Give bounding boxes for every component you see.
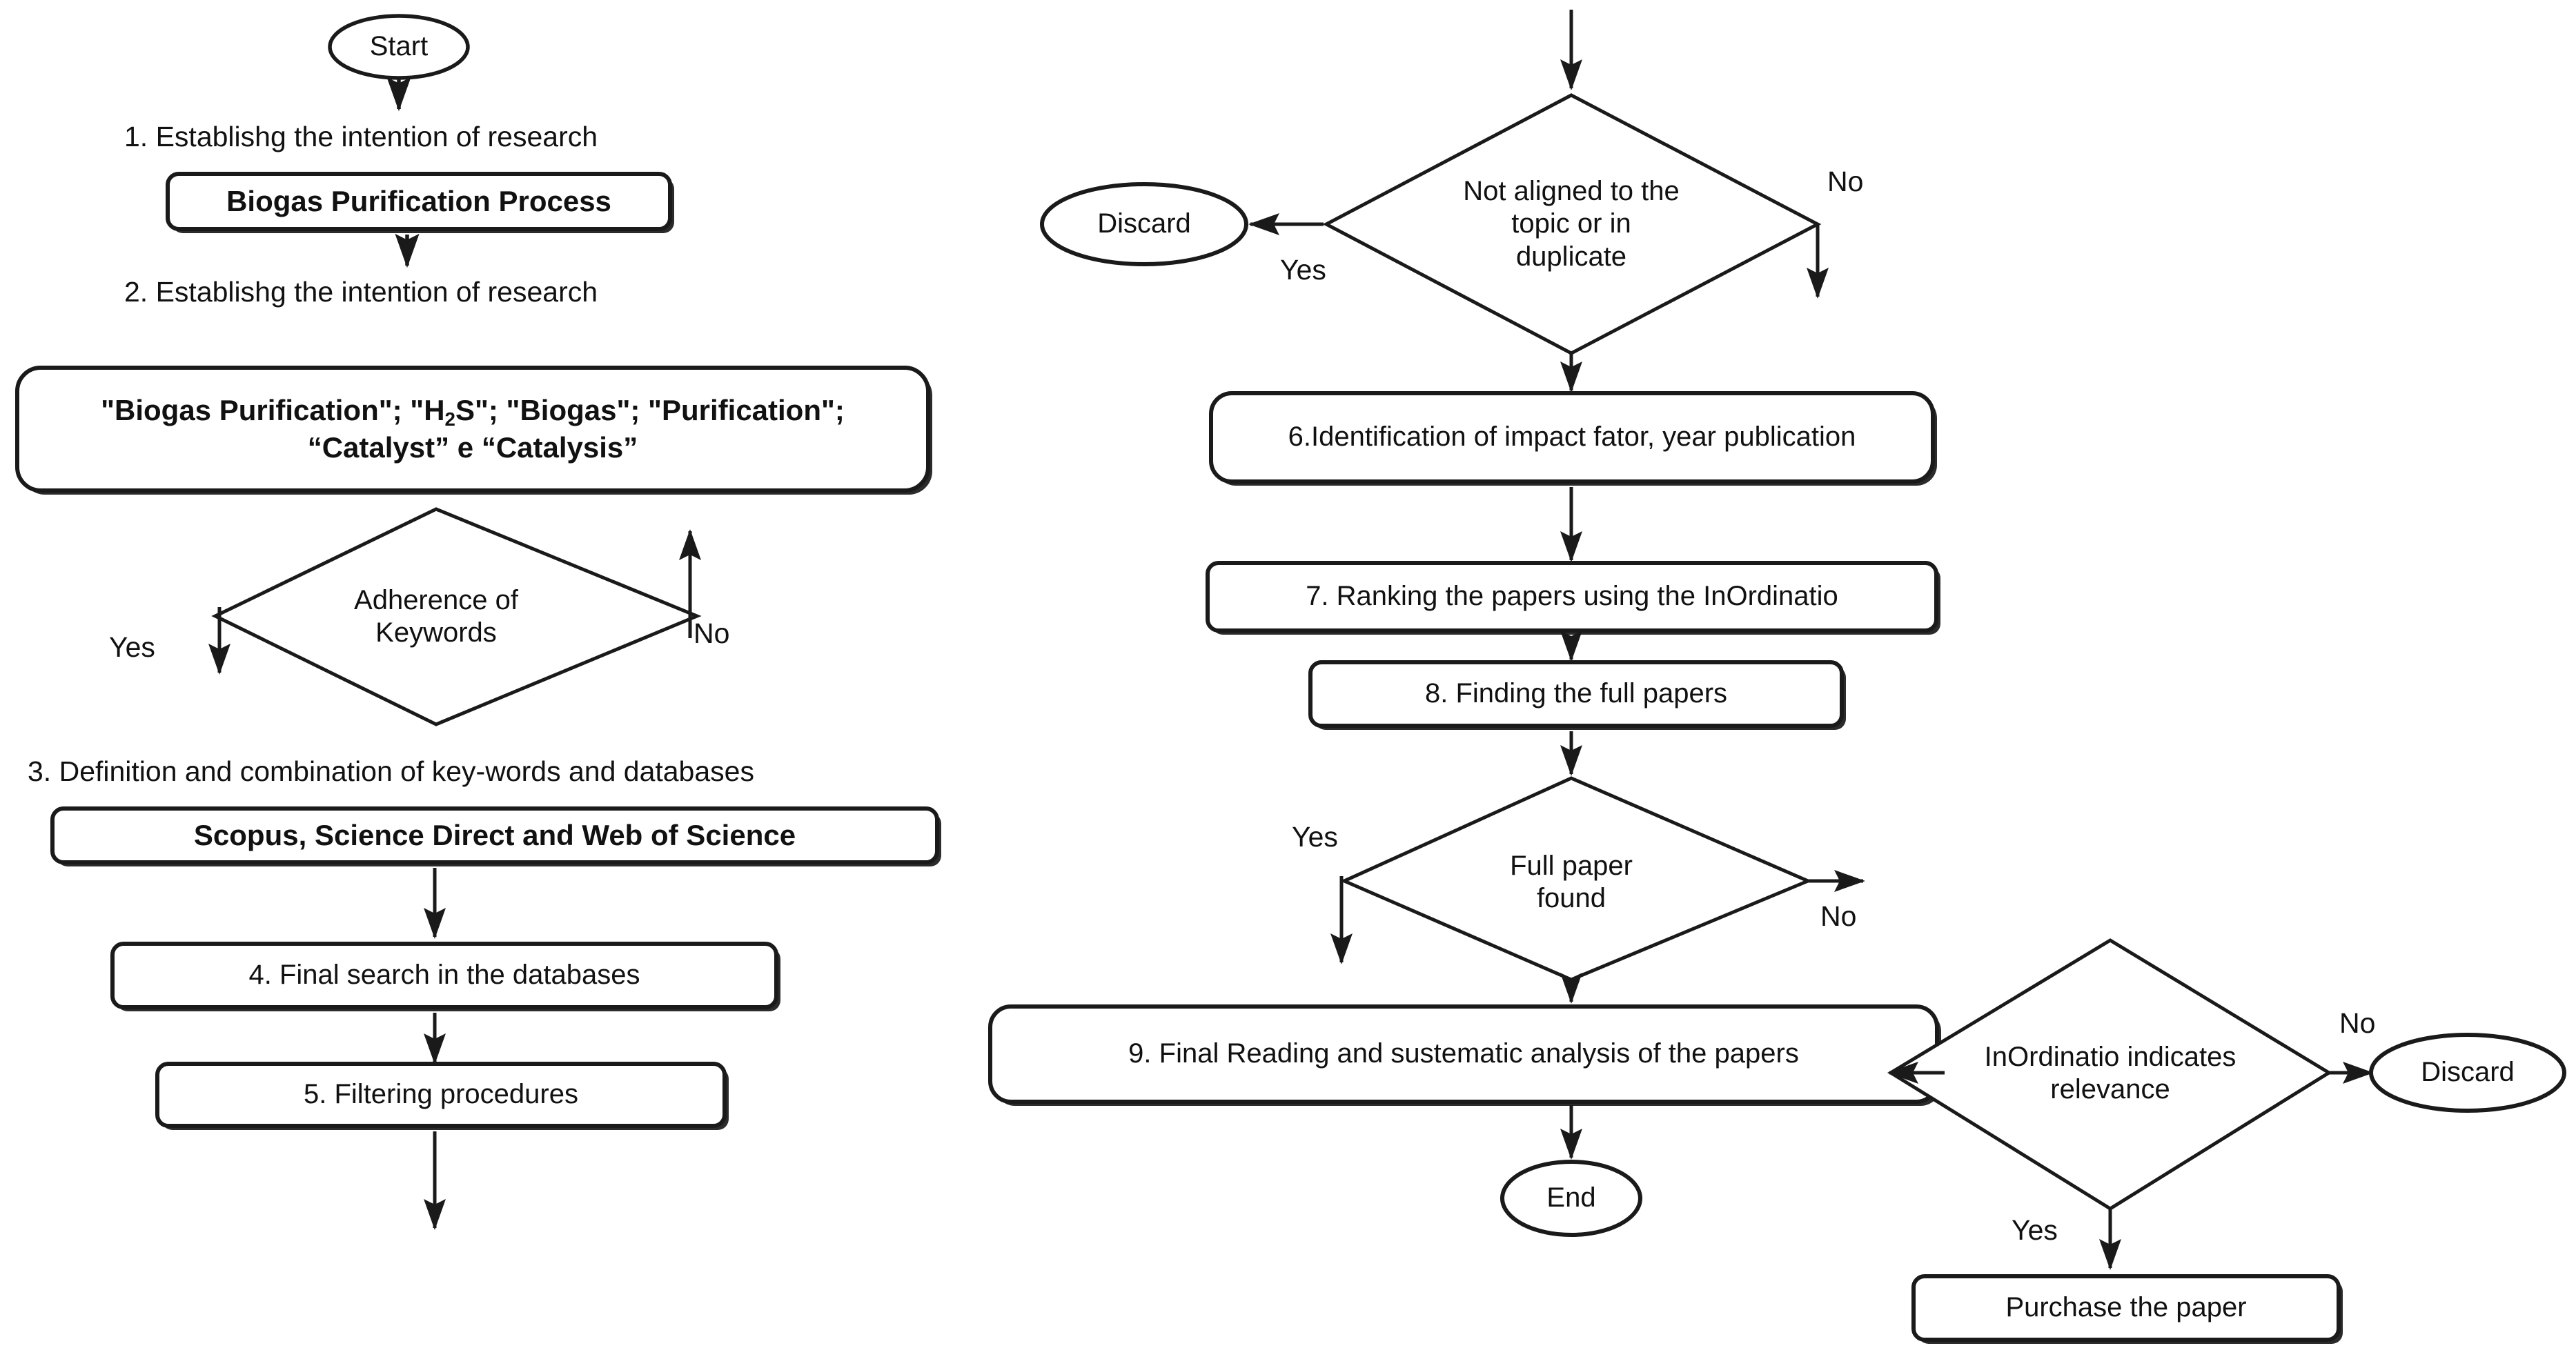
start-terminator-label[interactable]: Start (369, 31, 429, 62)
not-aligned-or-duplicate-label[interactable]: Not aligned to the topic or in duplicate (1463, 176, 1680, 272)
step-9-label[interactable]: 9. Final Reading and sustematic analysis… (1128, 1038, 1799, 1069)
adherence-no-label: No (694, 617, 730, 649)
inordinatio-indicates-relevance-label[interactable]: InOrdinatio indicates relevance (1984, 1041, 2236, 1104)
adherence-yes-label: Yes (109, 631, 155, 663)
step-2-label: 2. Establishg the intention of research (124, 276, 598, 308)
full-paper-no-label: No (1820, 900, 1857, 932)
not-aligned-yes-label: Yes (1280, 254, 1326, 286)
inordinatio-no-label: No (2339, 1007, 2376, 1039)
purchase-paper-label[interactable]: Purchase the paper (2005, 1292, 2247, 1323)
step-7-label[interactable]: 7. Ranking the papers using the InOrdina… (1306, 581, 1838, 612)
discard-bottom-terminator-label[interactable]: Discard (2421, 1057, 2515, 1088)
step-5-label[interactable]: 5. Filtering procedures (304, 1079, 578, 1110)
step-6-label[interactable]: 6.Identification of impact fator, year p… (1288, 422, 1856, 453)
full-paper-found-label[interactable]: Full paper found (1510, 850, 1633, 913)
keywords-box-line-2: “Catalyst” e “Catalysis” (307, 431, 638, 464)
step-8-label[interactable]: 8. Finding the full papers (1424, 678, 1728, 709)
keywords-line1-part1: "Biogas Purification"; "H (101, 394, 445, 426)
not-aligned-no-label: No (1827, 166, 1864, 197)
keywords-line1-subscript: 2 (444, 408, 455, 430)
keywords-box-line-1: "Biogas Purification"; "H2S"; "Biogas"; … (101, 393, 845, 430)
databases-box-label[interactable]: Scopus, Science Direct and Web of Scienc… (193, 819, 796, 852)
adherence-of-keywords-label[interactable]: Adherence of Keywords (354, 584, 518, 648)
keywords-box-label[interactable]: "Biogas Purification"; "H2S"; "Biogas"; … (17, 368, 928, 490)
step-3-label: 3. Definition and combination of key-wor… (28, 755, 754, 787)
keywords-line1-part2: S"; "Biogas"; "Purification"; (455, 394, 845, 426)
biogas-purification-process-label[interactable]: Biogas Purification Process (226, 185, 611, 218)
full-paper-yes-label: Yes (1292, 821, 1338, 853)
step-4-label[interactable]: 4. Final search in the databases (248, 960, 640, 991)
end-terminator-label[interactable]: End (1546, 1182, 1596, 1213)
step-1-label: 1. Establishg the intention of research (124, 121, 598, 152)
discard-top-terminator-label[interactable]: Discard (1097, 208, 1191, 239)
inordinatio-yes-label: Yes (2012, 1214, 2058, 1246)
